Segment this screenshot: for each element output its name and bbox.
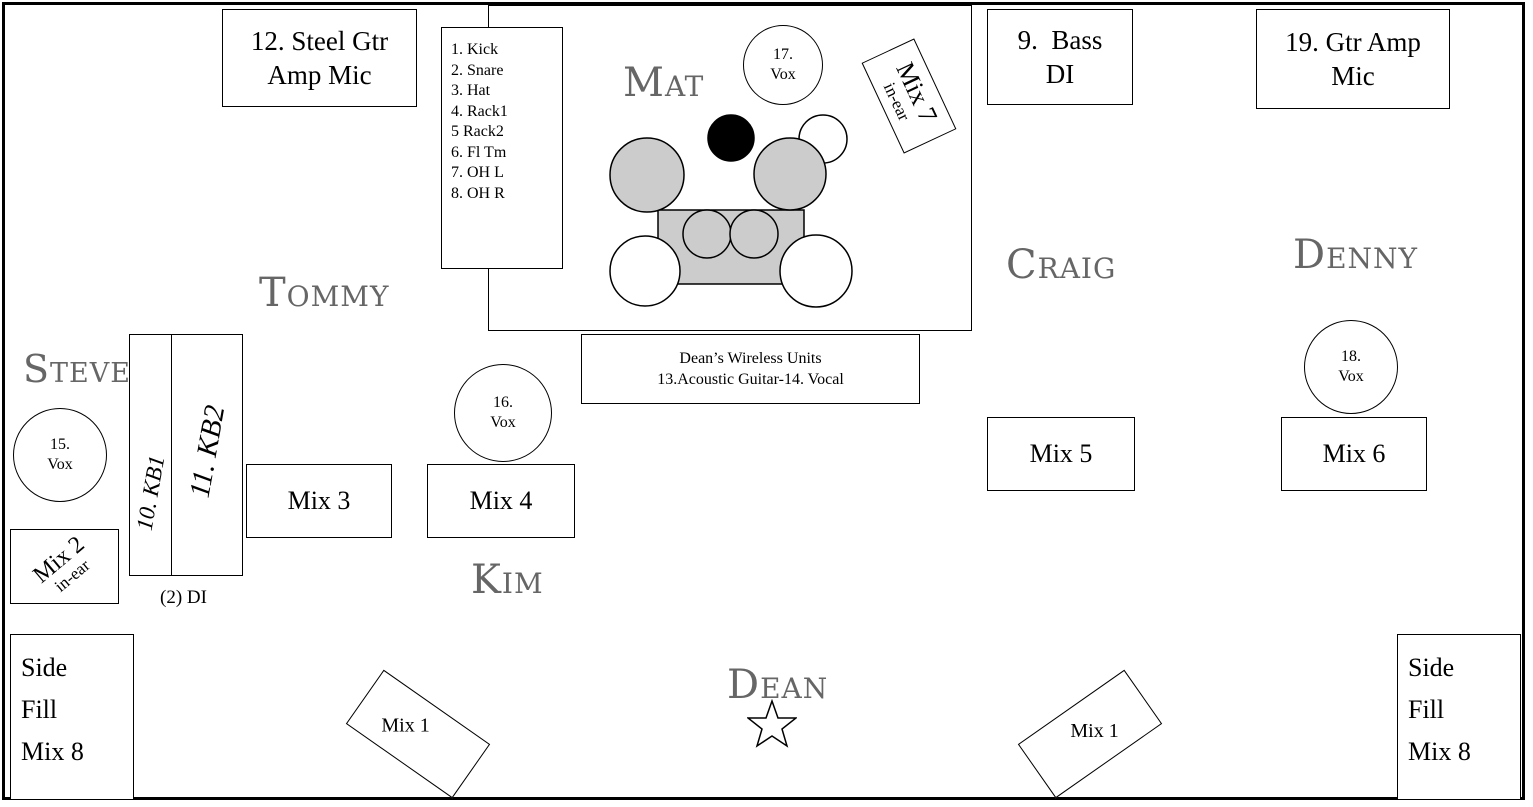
- side-fill-right: Side Fill Mix 8: [1397, 634, 1521, 800]
- drum-mic-item: 1. Kick: [451, 41, 499, 58]
- keyboard-1-label: 10. KB1: [131, 453, 170, 533]
- hi-hat: [729, 209, 779, 259]
- name-steve: Steve: [23, 347, 131, 391]
- mix-5-wedge: Mix 5: [987, 417, 1135, 491]
- drum-mic-list: 1. Kick 2. Snare 3. Hat 4. Rack1 5 Rack2…: [441, 27, 563, 269]
- drum-kit: [609, 114, 853, 308]
- vox-18-mic: 18. Vox: [1304, 320, 1398, 414]
- name-craig: Craig: [1006, 242, 1117, 288]
- keyboard-di-label: (2) DI: [160, 587, 207, 608]
- name-tommy: Tommy: [259, 270, 390, 316]
- kick-drum: [707, 114, 755, 162]
- snare-drum: [682, 209, 732, 259]
- vox-17-mic: 17. Vox: [743, 25, 823, 105]
- mix-6-wedge: Mix 6: [1281, 417, 1427, 491]
- drum-mic-item: 4. Rack1: [451, 102, 508, 120]
- drum-mic-item: 7. OH L: [451, 164, 504, 181]
- gtr-amp-mic: 19. Gtr Amp Mic: [1256, 9, 1450, 109]
- drum-mic-item: 5 Rack2: [451, 123, 504, 140]
- mix-1-right-label: Mix 1: [1069, 719, 1119, 742]
- mix-2-in-ear: Mix 2 in-ear: [10, 529, 119, 604]
- name-denny: Denny: [1293, 232, 1418, 278]
- mix-4-wedge: Mix 4: [427, 464, 575, 538]
- name-kim: Kim: [471, 557, 544, 603]
- name-mat: Mat: [623, 60, 705, 106]
- wireless-units: Dean’s Wireless Units 13.Acoustic Guitar…: [581, 334, 920, 404]
- keyboard-2: 11. KB2: [171, 334, 243, 576]
- mix-1-wedge-right: Mix 1: [1017, 669, 1163, 799]
- name-dean: Dean: [727, 662, 829, 708]
- drum-mic-item: 2. Snare: [451, 61, 504, 79]
- keyboard-1: 10. KB1: [129, 334, 173, 576]
- mix-1-left-label: Mix 1: [381, 713, 430, 736]
- vox-16-mic: 16. Vox: [454, 364, 552, 462]
- rack-tom-left: [609, 137, 685, 213]
- side-fill-left: Side Fill Mix 8: [10, 634, 134, 800]
- steel-gtr-amp-mic: 12. Steel Gtr Amp Mic: [222, 9, 417, 107]
- drum-mic-item: 8. OH R: [451, 184, 505, 202]
- cymbal-left: [609, 235, 681, 307]
- star-icon: [747, 699, 797, 748]
- bass-di: 9. Bass DI: [987, 9, 1133, 105]
- keyboard-2-label: 11. KB2: [183, 402, 232, 500]
- mix-3-wedge: Mix 3: [246, 464, 392, 538]
- mix-1-wedge-left: Mix 1: [345, 669, 491, 799]
- rack-tom-right: [753, 137, 827, 211]
- vox-15-mic: 15. Vox: [13, 408, 107, 502]
- drum-mic-item: 3. Hat: [451, 82, 491, 99]
- mix-7-in-ear: Mix 7 in-ear: [861, 38, 957, 154]
- cymbal-right: [779, 234, 853, 308]
- drum-mic-item: 6. Fl Tm: [451, 143, 507, 161]
